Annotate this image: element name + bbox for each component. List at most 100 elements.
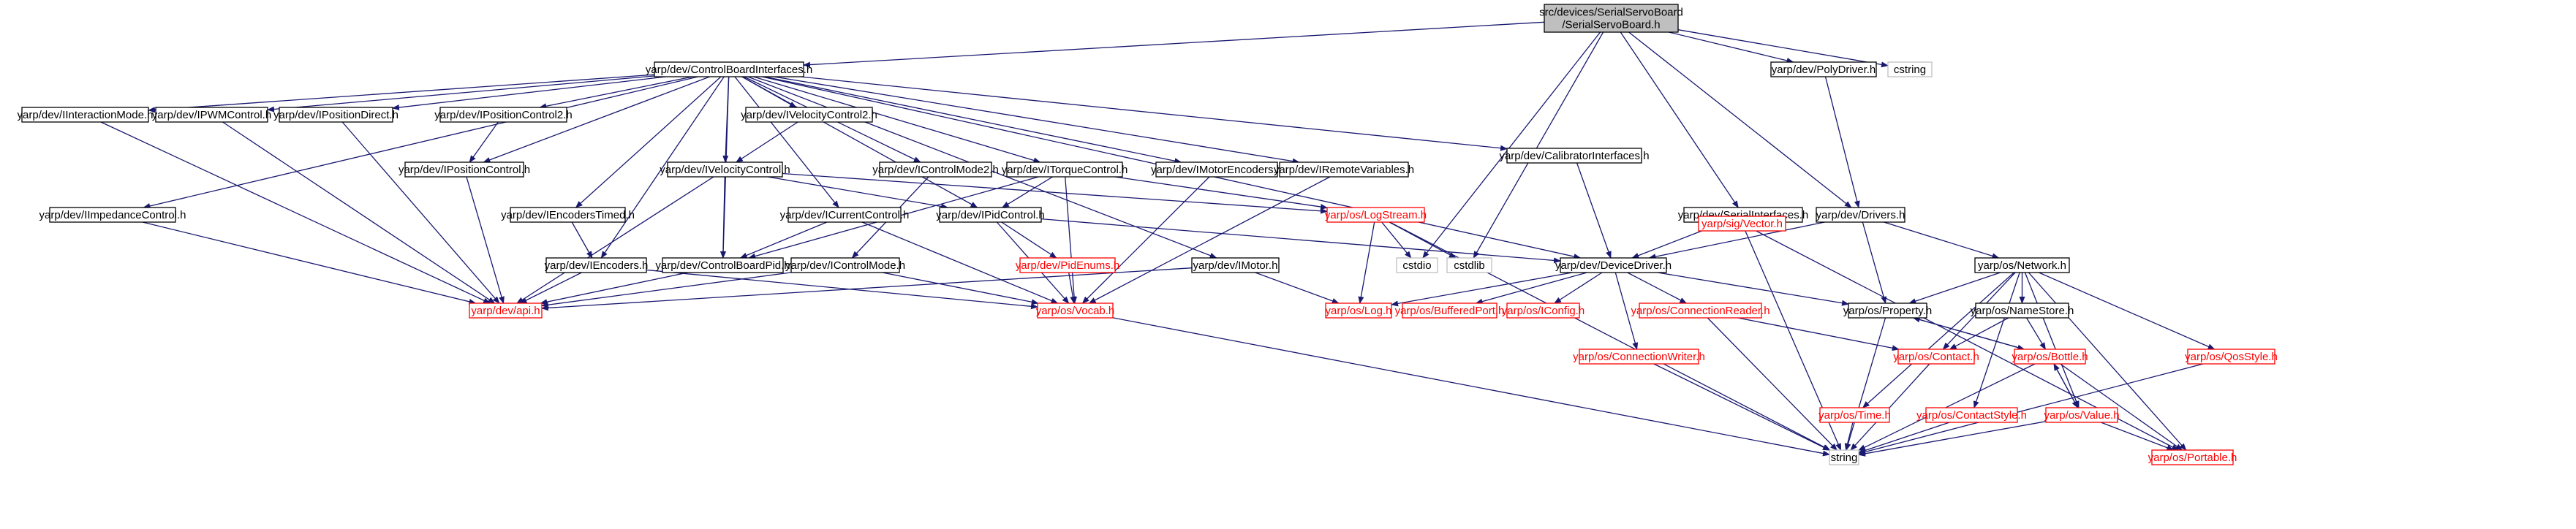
edge-root-to-polydrv — [1669, 31, 1794, 64]
node-ipwm[interactable]: yarp/dev/IPWMControl.h — [152, 107, 271, 123]
edge-ipid-to-pidenums — [1001, 221, 1057, 259]
node-ivc2[interactable]: yarp/dev/IVelocityControl2.h — [741, 107, 877, 123]
node-icm2[interactable]: yarp/dev/IControlMode2.h — [872, 161, 999, 178]
node-iim[interactable]: yarp/dev/IInteractionMode.h — [18, 107, 154, 123]
node-ivc[interactable]: yarp/dev/IVelocityControl.h — [660, 161, 790, 178]
node-box — [662, 257, 784, 273]
node-box — [1639, 302, 1762, 319]
node-namestore[interactable]: yarp/os/NameStore.h — [1971, 302, 2074, 319]
edge-root-to-serif — [1620, 31, 1739, 208]
node-pidenums[interactable]: yarp/dev/PidEnums.h — [1016, 257, 1120, 273]
node-drivers[interactable]: yarp/dev/Drivers.h — [1816, 207, 1905, 223]
edge-imotor-to-api — [541, 267, 1193, 311]
edge-bottle-to-portable — [2060, 363, 2183, 451]
edge-drivers-to-property — [1862, 221, 1887, 304]
node-iconfig[interactable]: yarp/os/IConfig.h — [1502, 302, 1584, 319]
edge-root-to-cbi — [803, 21, 1545, 68]
node-box — [2187, 349, 2275, 365]
node-box — [21, 107, 149, 123]
node-box — [667, 161, 783, 178]
node-root[interactable]: src/devices/SerialServoBoard/SerialServo… — [1539, 4, 1683, 33]
edge-drivers-to-devdrv — [1648, 221, 1825, 260]
node-imotor[interactable]: yarp/dev/IMotor.h — [1191, 257, 1280, 273]
node-icc[interactable]: yarp/dev/ICurrentControl.h — [780, 207, 910, 223]
node-logstream[interactable]: yarp/os/LogStream.h — [1325, 207, 1427, 223]
node-bufport[interactable]: yarp/os/BufferedPort.h — [1395, 302, 1505, 319]
node-devdrv[interactable]: yarp/dev/DeviceDriver.h — [1555, 257, 1672, 273]
node-iet[interactable]: yarp/dev/IEncodersTimed.h — [501, 207, 635, 223]
node-label: yarp/dev/ControlBoardInterfaces.h — [646, 64, 812, 76]
node-ipc[interactable]: yarp/dev/IPositionControl.h — [399, 161, 530, 178]
edge-cbi-to-ienc — [600, 76, 725, 259]
node-calib[interactable]: yarp/dev/CalibratorInterfaces.h — [1499, 148, 1650, 164]
node-cstdio: cstdio — [1396, 257, 1438, 273]
node-label: yarp/dev/IControlMode.h — [785, 259, 905, 272]
node-label: yarp/os/Contact.h — [1893, 351, 1979, 363]
edge-devdrv-to-iconfig — [1554, 272, 1603, 304]
node-log[interactable]: yarp/os/Log.h — [1325, 302, 1392, 319]
node-label: yarp/dev/IEncodersTimed.h — [501, 209, 635, 221]
edge-imotor-to-log — [1255, 272, 1340, 304]
node-connreader[interactable]: yarp/os/ConnectionReader.h — [1631, 302, 1770, 319]
node-box — [790, 257, 900, 273]
node-connwriter[interactable]: yarp/os/ConnectionWriter.h — [1573, 349, 1705, 365]
node-ienc[interactable]: yarp/dev/IEncoders.h — [545, 257, 649, 273]
edge-drivers-to-network — [1884, 221, 2000, 259]
node-box — [1544, 4, 1679, 33]
node-network[interactable]: yarp/os/Network.h — [1974, 257, 2070, 273]
node-svector[interactable]: yarp/sig/Vector.h — [1698, 216, 1786, 232]
node-api[interactable]: yarp/dev/api.h — [469, 302, 543, 319]
node-cbi[interactable]: yarp/dev/ControlBoardInterfaces.h — [646, 61, 812, 77]
node-label: yarp/dev/Drivers.h — [1816, 209, 1905, 221]
edge-icc-to-cbpid — [739, 221, 828, 259]
node-cbpid[interactable]: yarp/dev/ControlBoardPid.h — [655, 257, 790, 273]
node-polydrv[interactable]: yarp/dev/PolyDriver.h — [1770, 61, 1877, 77]
edge-logstream-to-cstdio — [1381, 221, 1412, 259]
edge-network-to-ostime — [1862, 272, 2014, 408]
edge-vocab-to-string — [1112, 317, 1830, 457]
node-contactstyle[interactable]: yarp/os/ContactStyle.h — [1916, 407, 2027, 423]
edge-cbi-to-calib — [800, 76, 1508, 151]
node-iimp[interactable]: yarp/dev/IImpedanceControl.h — [39, 207, 186, 223]
edge-cbi-to-ime — [764, 76, 1182, 164]
node-ipd[interactable]: yarp/dev/IPositionDirect.h — [273, 107, 399, 123]
node-box — [1975, 302, 2069, 319]
edge-ivc-to-cbpid — [719, 176, 726, 259]
node-box — [1446, 257, 1492, 273]
node-qosstyle[interactable]: yarp/os/QosStyle.h — [2185, 349, 2278, 365]
node-ime[interactable]: yarp/dev/IMotorEncoders.h — [1151, 161, 1283, 178]
node-vocab[interactable]: yarp/os/Vocab.h — [1036, 302, 1115, 319]
node-label: yarp/dev/IPWMControl.h — [152, 109, 271, 121]
node-label: yarp/os/Value.h — [2044, 409, 2119, 422]
edge-iim-to-api — [100, 121, 491, 304]
node-value[interactable]: yarp/os/Value.h — [2044, 407, 2120, 423]
node-box — [1402, 302, 1497, 319]
node-property[interactable]: yarp/os/Property.h — [1843, 302, 1932, 319]
edge-icm-to-vocab — [882, 272, 1039, 305]
node-label: yarp/dev/IVelocityControl.h — [660, 164, 790, 176]
node-box — [279, 107, 393, 123]
node-box — [1191, 257, 1280, 273]
node-itc[interactable]: yarp/dev/ITorqueControl.h — [1002, 161, 1128, 178]
node-label: yarp/os/Vocab.h — [1036, 305, 1115, 317]
node-irv[interactable]: yarp/dev/IRemoteVariables.h — [1274, 161, 1414, 178]
edge-ivc-to-api — [516, 176, 714, 304]
node-label: yarp/dev/DeviceDriver.h — [1555, 259, 1672, 272]
node-cstring: cstring — [1887, 61, 1933, 77]
node-contact[interactable]: yarp/os/Contact.h — [1893, 349, 1979, 365]
node-ipc2[interactable]: yarp/dev/IPositionControl2.h — [434, 107, 573, 123]
edge-contact-to-string — [1850, 363, 1930, 451]
node-label: yarp/dev/IImpedanceControl.h — [39, 209, 186, 221]
node-label: yarp/dev/api.h — [471, 305, 540, 317]
node-label: yarp/dev/IRemoteVariables.h — [1274, 164, 1414, 176]
node-ostime[interactable]: yarp/os/Time.h — [1818, 407, 1891, 423]
node-box — [1848, 302, 1927, 319]
node-label: yarp/os/ContactStyle.h — [1916, 409, 2027, 422]
node-bottle[interactable]: yarp/os/Bottle.h — [2012, 349, 2088, 365]
node-icm[interactable]: yarp/dev/IControlMode.h — [785, 257, 905, 273]
node-box — [787, 207, 902, 223]
node-box — [1579, 349, 1699, 365]
node-portable[interactable]: yarp/os/Portable.h — [2148, 449, 2237, 465]
node-label: yarp/dev/IVelocityControl2.h — [741, 109, 877, 121]
node-ipid[interactable]: yarp/dev/IPidControl.h — [936, 207, 1045, 223]
